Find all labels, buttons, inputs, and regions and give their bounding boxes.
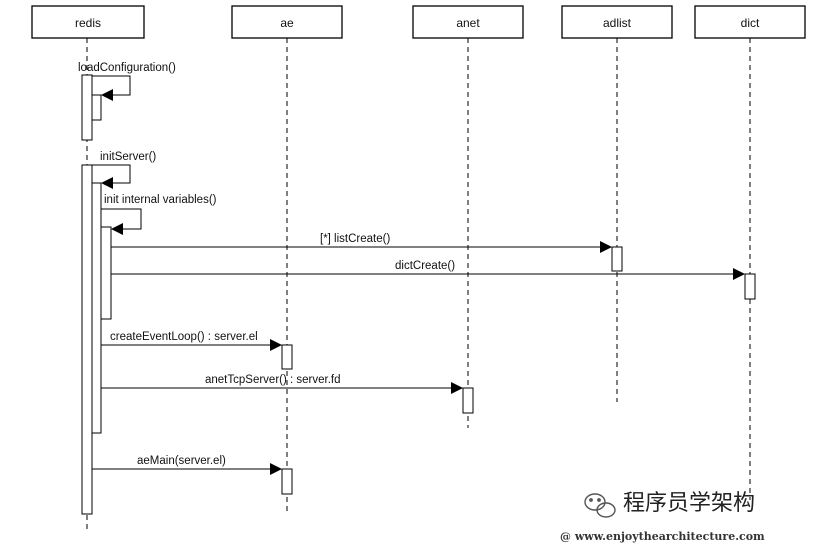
message-anet-tcp-server: anetTcpServer() : server.fd xyxy=(101,374,463,394)
lifeline-adlist: adlist xyxy=(561,5,673,402)
message-label-anet-tcp-server: anetTcpServer() : server.fd xyxy=(205,374,341,386)
message-init-internal-variables: init internal variables() xyxy=(101,194,217,235)
message-label-ae-main: aeMain(server.el) xyxy=(137,455,226,467)
message-label-list-create: [*] listCreate() xyxy=(320,233,390,245)
message-create-event-loop: createEventLoop() : server.el xyxy=(101,331,282,351)
lifeline-label-adlist: adlist xyxy=(603,16,632,30)
activation-redis-2-nested xyxy=(91,182,102,434)
lifeline-label-anet: anet xyxy=(456,16,480,30)
message-ae-main: aeMain(server.el) xyxy=(92,455,282,475)
watermark-title: 程序员学架构 xyxy=(623,491,755,516)
message-label-create-event-loop: createEventLoop() : server.el xyxy=(110,331,258,343)
lifeline-label-ae: ae xyxy=(280,16,294,30)
lifeline-label-dict: dict xyxy=(741,16,760,30)
activation-anet xyxy=(462,387,474,414)
activation-dict xyxy=(744,273,756,300)
message-load-configuration: loadConfiguration() xyxy=(78,62,176,101)
activation-ae-2 xyxy=(281,468,293,495)
message-line-init-server xyxy=(92,164,131,189)
activation-redis-3 xyxy=(100,226,112,320)
watermark: 程序员学架构 @ www.enjoythearchitecture.com xyxy=(560,491,765,543)
lifeline-box-adlist xyxy=(561,5,673,39)
message-list-create: [*] listCreate() xyxy=(111,233,612,253)
message-dict-create: dictCreate() xyxy=(111,260,745,280)
message-init-server: initServer() xyxy=(92,151,156,189)
lifeline-ae: ae xyxy=(231,5,343,512)
activation-adlist xyxy=(611,246,623,272)
lifeline-anet: anet xyxy=(412,5,524,428)
lifeline-box-anet xyxy=(412,5,524,39)
lifeline-box-ae xyxy=(231,5,343,39)
message-line-init-internal-variables xyxy=(101,208,142,235)
message-label-dict-create: dictCreate() xyxy=(395,260,455,272)
message-label-init-internal-variables: init internal variables() xyxy=(104,194,217,206)
activation-redis-1 xyxy=(81,74,93,141)
lifeline-label-redis: redis xyxy=(75,16,101,30)
activation-redis-1-nested xyxy=(91,94,102,121)
lifeline-dict: dict xyxy=(694,5,806,500)
lifeline-box-redis xyxy=(31,5,145,39)
message-line-load-configuration xyxy=(92,75,131,101)
activation-redis-2 xyxy=(81,164,93,515)
message-label-init-server: initServer() xyxy=(100,151,156,163)
wechat-icon xyxy=(584,493,616,518)
message-label-load-configuration: loadConfiguration() xyxy=(78,62,176,74)
lifeline-box-dict xyxy=(694,5,806,39)
activation-ae-1 xyxy=(281,344,293,370)
watermark-url: @ www.enjoythearchitecture.com xyxy=(560,530,765,543)
